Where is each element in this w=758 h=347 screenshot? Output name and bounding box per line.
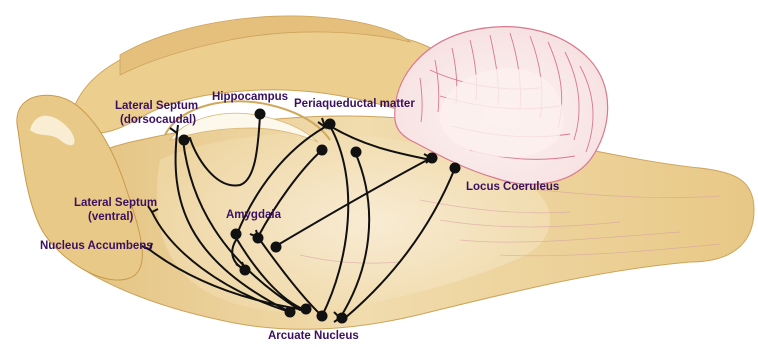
neuron-locus-2 <box>450 163 461 174</box>
neuron-amygdala-2 <box>253 233 264 244</box>
label-locus-coeruleus: Locus Coeruleus <box>466 181 559 193</box>
neuron-pag-2 <box>317 145 328 156</box>
neuron-amygdala-1 <box>231 229 242 240</box>
label-arcuate-nucleus: Arcuate Nucleus <box>268 330 359 342</box>
label-nucleus-accumbens: Nucleus Accumbens <box>40 240 153 252</box>
neuron-amygdala-4 <box>240 265 251 276</box>
neuron-arcuate-2 <box>301 304 312 315</box>
neuron-pag-1 <box>325 119 336 130</box>
label-lateral-septum-ventral-1: Lateral Septum <box>74 197 157 209</box>
label-lateral-septum-dorsocaudal-1: Lateral Septum <box>115 100 198 112</box>
label-lateral-septum-ventral-2: (ventral) <box>88 211 134 223</box>
label-lateral-septum-dorsocaudal-2: (dorsocaudal) <box>120 114 196 126</box>
neuron-pag-3 <box>351 147 362 158</box>
neuron-arcuate-3 <box>317 311 328 322</box>
neuron-arcuate-1 <box>285 307 296 318</box>
brain-body <box>17 16 754 329</box>
neuron-hippocampus <box>255 109 266 120</box>
neuron-amygdala-3 <box>271 242 282 253</box>
label-amygdala: Amygdala <box>226 209 282 221</box>
neuron-arcuate-4 <box>337 313 348 324</box>
neuron-ls-dorsocaudal <box>179 135 190 146</box>
neuron-locus-1 <box>427 153 438 164</box>
label-periaqueductal-matter: Periaqueductal matter <box>294 98 415 110</box>
label-hippocampus: Hippocampus <box>212 91 288 103</box>
